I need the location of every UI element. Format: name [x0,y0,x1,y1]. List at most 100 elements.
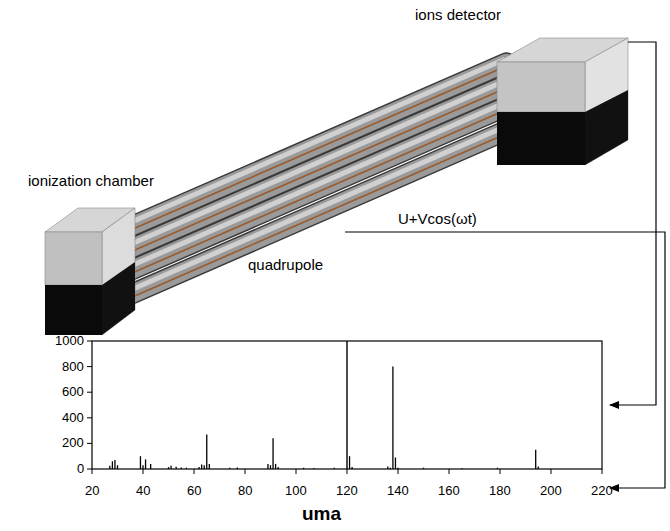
spectrum-peaks [110,367,538,469]
peak [175,467,176,469]
rod-edge [114,99,522,277]
peak [181,467,182,469]
mass-marker [346,341,347,469]
peak [112,461,113,469]
x-tick [296,469,297,474]
chart-frame [92,341,602,469]
rod [123,120,531,298]
peak [117,465,118,469]
rod-shine [105,78,513,256]
chamber-cube [45,208,135,335]
y-tick [87,443,92,444]
peak [114,460,115,469]
x-tick-label: 40 [136,483,150,499]
rod [114,99,522,277]
peak [109,466,110,469]
y-tick-label: 0 [77,461,84,477]
peak [270,465,271,469]
x-tick [449,469,450,474]
peak [267,464,268,469]
peak [390,468,391,469]
peak [150,464,151,469]
x-tick [500,469,501,474]
peak [397,468,398,469]
peak [535,450,536,469]
x-tick-label: 180 [489,483,511,499]
peak [142,465,143,469]
peak [140,456,141,469]
y-tick [87,392,92,393]
peak [209,464,210,469]
x-tick-label: 140 [387,483,409,499]
x-tick [194,469,195,474]
peak [277,467,278,469]
x-tick [602,469,603,474]
x-tick [347,469,348,474]
peak [237,467,238,469]
peak [206,434,207,469]
x-tick [551,469,552,474]
x-tick-label: 200 [540,483,562,499]
y-tick [87,469,92,470]
y-tick-label: 800 [62,359,84,375]
peak [186,468,187,469]
y-tick [87,341,92,342]
peak [497,468,498,469]
x-tick [143,469,144,474]
y-tick-label: 400 [62,410,84,426]
peak [204,465,205,469]
quadrupole-label-box: quadrupole [248,256,348,278]
peak [349,456,350,469]
rod-edge [123,120,531,298]
x-tick-label: 120 [336,483,358,499]
rod-stripe [124,122,532,300]
ions-detector: ions detector [415,6,635,168]
peak [272,438,273,469]
peak [395,457,396,469]
voltage-wire [345,232,665,488]
quadrupole-rods [97,59,533,300]
y-tick [87,417,92,418]
peak [334,468,335,469]
x-tick [245,469,246,474]
peak [461,468,462,470]
signal-wire [610,42,656,405]
peak [168,467,169,469]
peak [229,468,230,469]
peak [423,468,424,469]
x-tick-label: 100 [285,483,307,499]
peak [303,468,304,469]
y-tick-label: 200 [62,435,84,451]
part-label: ions detector [415,6,635,24]
x-tick [398,469,399,474]
axis-ticks [87,341,602,474]
peak [313,468,314,469]
peak [201,465,202,469]
rod-stripe [108,84,516,262]
part-label: ionization chamber [28,172,188,190]
y-tick-label: 1000 [55,333,84,349]
peak [170,466,171,469]
ionization-chamber: ionization chamber [28,172,188,340]
rod-stripe [116,102,524,280]
x-tick [92,469,93,474]
rod-shine [122,116,530,294]
axis-title: uma [302,503,341,525]
x-tick-label: 80 [238,483,252,499]
peak [351,467,352,469]
peak [538,466,539,469]
x-tick-label: 160 [438,483,460,499]
y-tick [87,366,92,367]
peak [198,467,199,469]
voltage-label: U+Vcos(ωt) [398,210,477,228]
x-tick-label: 220 [591,483,613,499]
x-tick-label: 20 [85,483,99,499]
rod-shine [113,96,521,274]
peak [275,464,276,469]
y-tick-label: 600 [62,384,84,400]
peak [145,459,146,469]
peak [387,466,388,469]
detector-cube [497,38,628,165]
peak [392,367,393,469]
